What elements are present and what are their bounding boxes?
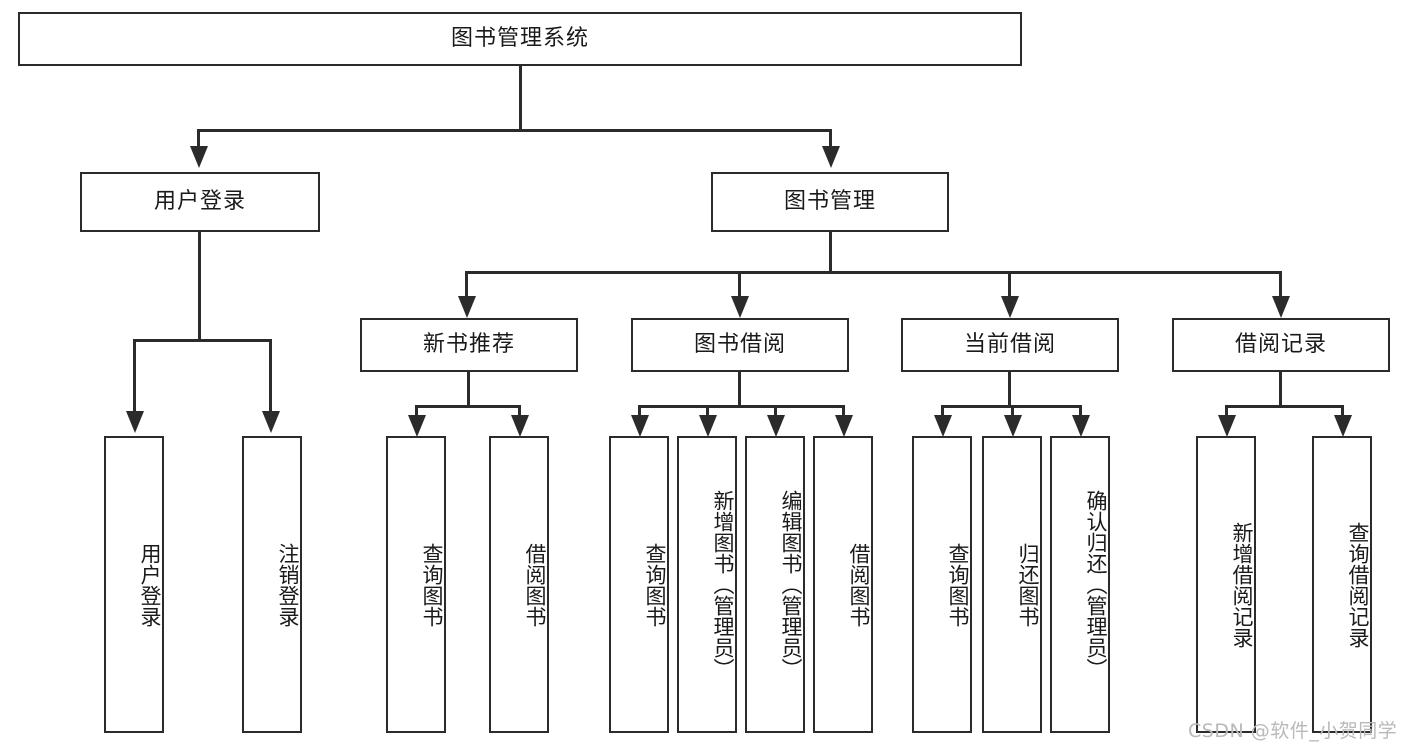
arrow-cb-to-leaf-1 <box>1004 415 1022 437</box>
node-user-login[interactable]: 用户登录 <box>80 172 320 232</box>
node-label: 图书借阅 <box>693 331 786 357</box>
edge-root-down <box>519 66 522 131</box>
node-label: 用户登录 <box>138 542 162 627</box>
leaf-user-login-1[interactable]: 注销登录 <box>242 436 302 733</box>
node-label: 注销登录 <box>276 542 300 627</box>
leaf-current-borrow-2[interactable]: 确认归还（管理员） <box>1050 436 1110 733</box>
leaf-new-book-recommend-0[interactable]: 查询图书 <box>386 436 446 733</box>
edge-root-bus <box>198 129 832 132</box>
arrow-root-to-book-management <box>822 146 840 168</box>
edge-bb-to-leaf-1 <box>706 405 709 418</box>
arrow-user-login-to-leaf-1 <box>262 411 280 433</box>
node-label: 查询图书 <box>643 542 667 627</box>
node-label: 当前借阅 <box>963 331 1056 357</box>
node-label: 借阅记录 <box>1234 331 1327 357</box>
node-borrow-record[interactable]: 借阅记录 <box>1172 318 1390 372</box>
edge-user-login-to-leaf-0 <box>133 339 136 413</box>
edge-bb-to-leaf-3 <box>842 405 845 418</box>
node-label: 确认归还（管理员） <box>1084 490 1108 679</box>
edge-user-login-bus <box>134 339 271 342</box>
arrow-br-to-leaf-0 <box>1218 415 1236 437</box>
edge-new-book-down <box>467 372 470 408</box>
node-label: 用户登录 <box>153 188 246 214</box>
leaf-borrow-record-0[interactable]: 新增借阅记录 <box>1196 436 1256 733</box>
edge-cb-to-leaf-1 <box>1011 405 1014 418</box>
edge-bm-to-book-borrow <box>738 271 741 299</box>
edge-bm-to-new-book <box>465 271 468 299</box>
edge-cb-to-leaf-0 <box>941 405 944 418</box>
node-root-book-management-system[interactable]: 图书管理系统 <box>18 12 1022 66</box>
edge-user-login-to-leaf-1 <box>269 339 272 413</box>
leaf-user-login-0[interactable]: 用户登录 <box>104 436 164 733</box>
node-label: 借阅图书 <box>847 542 871 627</box>
arrow-nb-to-leaf-0 <box>408 415 426 437</box>
edge-borrow-record-down <box>1279 372 1282 408</box>
arrow-cb-to-leaf-0 <box>934 415 952 437</box>
leaf-borrow-record-1[interactable]: 查询借阅记录 <box>1312 436 1372 733</box>
node-label: 归还图书 <box>1016 542 1040 627</box>
arrow-bm-to-borrow-record <box>1272 296 1290 318</box>
node-label: 新增图书（管理员） <box>711 490 735 679</box>
arrow-bb-to-leaf-2 <box>767 415 785 437</box>
arrow-user-login-to-leaf-0 <box>126 411 144 433</box>
edge-borrow-record-bus <box>1226 405 1343 408</box>
arrow-br-to-leaf-1 <box>1334 415 1352 437</box>
leaf-book-borrow-3[interactable]: 借阅图书 <box>813 436 873 733</box>
node-label: 新增借阅记录 <box>1230 521 1254 648</box>
arrow-bm-to-current-borrow <box>1001 296 1019 318</box>
edge-nb-to-leaf-0 <box>415 405 418 418</box>
leaf-book-borrow-2[interactable]: 编辑图书（管理员） <box>745 436 805 733</box>
node-label: 查询图书 <box>946 542 970 627</box>
edge-br-to-leaf-1 <box>1341 405 1344 418</box>
edge-current-borrow-down <box>1008 372 1011 408</box>
csdn-watermark: CSDN @软件_小贺同学 <box>1188 720 1398 742</box>
node-book-management[interactable]: 图书管理 <box>711 172 949 232</box>
leaf-current-borrow-0[interactable]: 查询图书 <box>912 436 972 733</box>
arrow-cb-to-leaf-2 <box>1072 415 1090 437</box>
edge-root-to-book-management <box>829 129 832 149</box>
arrow-bb-to-leaf-3 <box>835 415 853 437</box>
node-label: 借阅图书 <box>523 542 547 627</box>
node-label: 图书管理 <box>783 188 876 214</box>
arrow-bm-to-new-book <box>458 296 476 318</box>
node-new-book-recommend[interactable]: 新书推荐 <box>360 318 578 372</box>
edge-bm-to-borrow-record <box>1279 271 1282 299</box>
leaf-new-book-recommend-1[interactable]: 借阅图书 <box>489 436 549 733</box>
arrow-bb-to-leaf-0 <box>631 415 649 437</box>
leaf-book-borrow-1[interactable]: 新增图书（管理员） <box>677 436 737 733</box>
edge-book-borrow-bus <box>639 405 844 408</box>
arrow-bm-to-book-borrow <box>731 296 749 318</box>
node-current-borrow[interactable]: 当前借阅 <box>901 318 1119 372</box>
edge-new-book-bus <box>416 405 520 408</box>
edge-book-management-down <box>829 232 832 274</box>
arrow-bb-to-leaf-1 <box>699 415 717 437</box>
edge-cb-to-leaf-2 <box>1079 405 1082 418</box>
node-label: 新书推荐 <box>422 331 515 357</box>
edge-book-management-bus <box>466 271 1282 274</box>
node-book-borrow[interactable]: 图书借阅 <box>631 318 849 372</box>
node-label: 查询图书 <box>420 542 444 627</box>
edge-user-login-down <box>198 232 201 342</box>
edge-br-to-leaf-0 <box>1225 405 1228 418</box>
node-label: 图书管理系统 <box>450 25 589 51</box>
node-label: 查询借阅记录 <box>1346 521 1370 648</box>
arrow-nb-to-leaf-1 <box>511 415 529 437</box>
edge-book-borrow-down <box>738 372 741 408</box>
edge-bb-to-leaf-0 <box>638 405 641 418</box>
edge-bb-to-leaf-2 <box>774 405 777 418</box>
leaf-current-borrow-1[interactable]: 归还图书 <box>982 436 1042 733</box>
leaf-book-borrow-0[interactable]: 查询图书 <box>609 436 669 733</box>
node-label: 编辑图书（管理员） <box>779 490 803 679</box>
edge-bm-to-current-borrow <box>1008 271 1011 299</box>
edge-nb-to-leaf-1 <box>518 405 521 418</box>
edge-root-to-user-login <box>197 129 200 149</box>
arrow-root-to-user-login <box>190 146 208 168</box>
